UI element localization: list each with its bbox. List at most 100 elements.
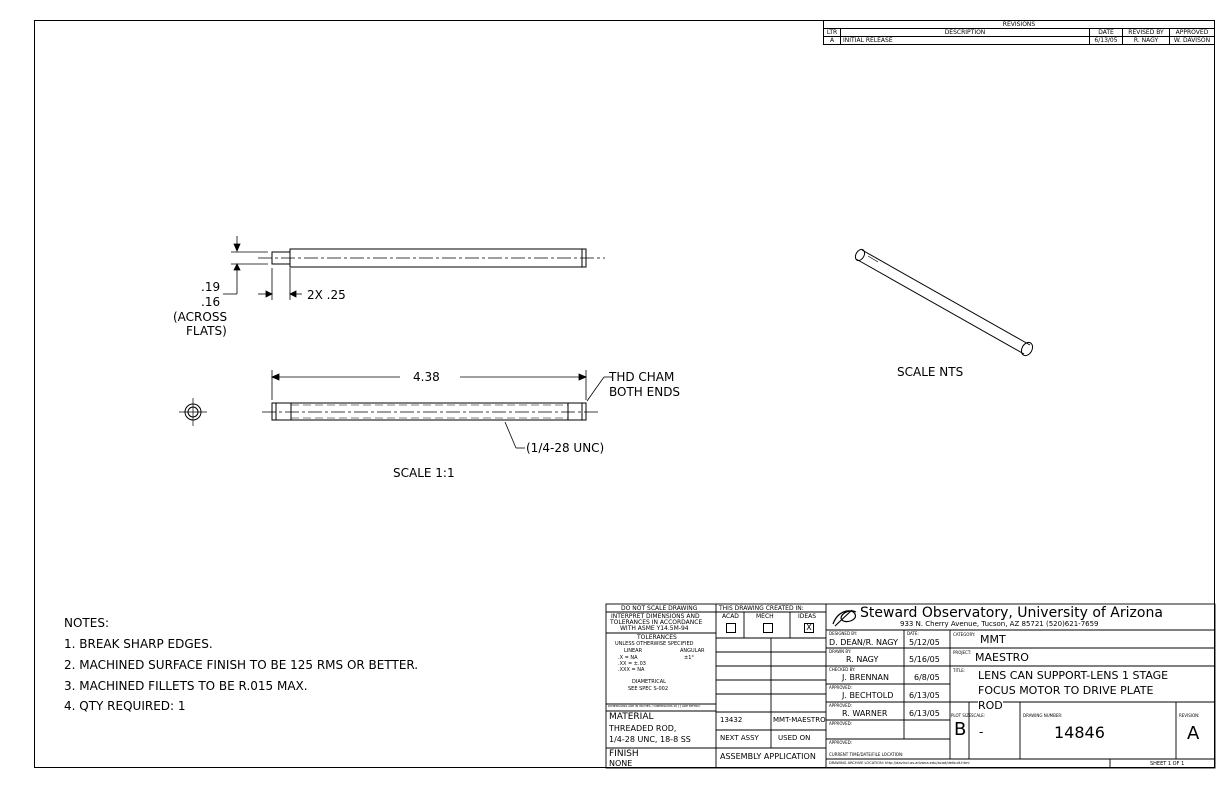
- plot-size-value: B: [954, 719, 967, 740]
- mech-checkbox[interactable]: [763, 623, 773, 633]
- revision-row: A INITIAL RELEASE 6/13/05 R. NAGY W. DAV…: [823, 36, 1215, 45]
- note-item: 2. MACHINED SURFACE FINISH TO BE 125 RMS…: [64, 658, 419, 672]
- interpret-1: INTERPRET DIMENSIONS AND: [611, 613, 700, 620]
- drawing-number-value: 14846: [1054, 723, 1105, 742]
- scale-label: SCALE:: [971, 713, 986, 718]
- rev-approved: W. DAVISON: [1169, 36, 1215, 45]
- date-label: DATE:: [907, 631, 919, 636]
- do-not-scale: DO NOT SCALE DRAWING: [621, 605, 698, 612]
- length-dim: 4.38: [413, 370, 440, 384]
- interpret-2: TOLERANCES IN ACCORDANCE: [610, 619, 703, 626]
- tol-xxx: .XXX = NA: [618, 667, 645, 673]
- material-label: MATERIAL: [609, 712, 654, 722]
- rod-isometric-view: [854, 248, 1034, 357]
- drawing-number-label: DRAWING NUMBER:: [1023, 713, 1063, 718]
- ideas-checkbox[interactable]: X: [804, 623, 814, 633]
- designed-label: DESIGNED BY:: [829, 631, 858, 636]
- designed-date: 5/12/05: [909, 638, 940, 647]
- approved3-label: APPROVED:: [829, 721, 853, 726]
- title-block-lines: [605, 603, 1216, 769]
- next-assy-value: 13432: [720, 716, 743, 724]
- archive-location-label: DRAWING ARCHIVE LOCATION: http://davinci…: [829, 761, 970, 765]
- approved4-label: APPROVED:: [829, 740, 853, 745]
- created-option-mech: MECH: [756, 613, 774, 620]
- angular-label: ANGULAR: [680, 648, 705, 654]
- approved1-name: J. BECHTOLD: [842, 691, 894, 700]
- next-assy-label: NEXT ASSY: [720, 734, 759, 742]
- time-location-label: CURRENT TIME/DATE/FILE LOCATION:: [829, 752, 904, 757]
- revisions-table: REVISIONS LTR DESCRIPTION DATE REVISED B…: [823, 20, 1215, 45]
- project-value: MAESTRO: [975, 651, 1029, 664]
- revision-value: A: [1187, 723, 1200, 744]
- linear-label: LINEAR: [624, 648, 643, 654]
- flats-dimension: [223, 236, 302, 300]
- note-item: 4. QTY REQUIRED: 1: [64, 699, 186, 713]
- tol-angle: ±1°: [684, 655, 694, 661]
- title-line-3: ROD: [978, 699, 1003, 712]
- created-option-ideas: IDEAS: [798, 613, 817, 620]
- assembly-application-label: ASSEMBLY APPLICATION: [720, 752, 816, 761]
- plot-size-label: PLOT SIZE: [951, 713, 972, 718]
- note-item: 3. MACHINED FILLETS TO BE R.015 MAX.: [64, 679, 308, 693]
- flat-length-dim: 2X .25: [307, 288, 346, 302]
- dim-upper: .19: [201, 280, 221, 294]
- rod-top-view: [258, 248, 605, 268]
- approved1-label: APPROVED:: [829, 685, 853, 690]
- notes-heading: NOTES:: [64, 616, 109, 630]
- diametrical-label: DIAMETRICAL: [632, 679, 666, 685]
- thread-note: (1/4-28 UNC): [526, 441, 605, 455]
- dim-lower: .16: [201, 295, 221, 309]
- acad-checkbox[interactable]: [726, 623, 736, 633]
- units-note: DIMENSIONS ARE IN INCHES / DIMENSIONS IN…: [608, 704, 701, 708]
- across-flats-1: (ACROSS: [173, 310, 228, 324]
- approved2-date: 6/13/05: [909, 709, 940, 718]
- finish-value: NONE: [609, 759, 633, 768]
- finish-label: FINISH: [609, 749, 639, 759]
- used-on-label: USED ON: [778, 734, 811, 742]
- approved2-name: R. WARNER: [842, 709, 888, 718]
- checked-date: 6/8/05: [914, 673, 940, 682]
- rod-front-view: [262, 402, 600, 421]
- approved1-date: 6/13/05: [909, 691, 940, 700]
- created-label: THIS DRAWING CREATED IN:: [719, 605, 804, 612]
- rod-end-view: [179, 398, 207, 426]
- project-label: PROJECT:: [953, 650, 972, 655]
- length-dimension: [270, 370, 612, 449]
- scale-main: SCALE 1:1: [393, 466, 455, 480]
- used-on-value: MMT-MAESTRO: [773, 716, 826, 724]
- drawn-date: 5/16/05: [909, 655, 940, 664]
- tolerances-label: TOLERANCES: [637, 634, 677, 641]
- org-address: 933 N. Cherry Avenue, Tucson, AZ 85721 (…: [900, 620, 1099, 628]
- org-name: Steward Observatory, University of Arizo…: [860, 605, 1163, 621]
- chamfer-note-1: THD CHAM: [609, 370, 675, 384]
- sheet-number: SHEET 1 OF 1: [1150, 761, 1185, 767]
- category-label: CATEGORY:: [953, 632, 976, 637]
- revision-label: REVISION:: [1179, 713, 1200, 718]
- created-option-acad: ACAD: [722, 613, 739, 620]
- material-line-1: THREADED ROD,: [609, 724, 677, 733]
- title-label: TITLE:: [953, 668, 966, 673]
- tol-x: .X = NA: [618, 655, 638, 661]
- designed-name: D. DEAN/R. NAGY: [829, 638, 898, 647]
- title-line-1: LENS CAN SUPPORT-LENS 1 STAGE: [978, 669, 1169, 682]
- approved2-label: APPROVED:: [829, 703, 853, 708]
- checked-name: J. BRENNAN: [842, 673, 889, 682]
- see-spec: SEE SPEC S-002: [628, 686, 669, 692]
- drawn-label: DRAWN BY:: [829, 649, 852, 654]
- checked-label: CHECKED BY:: [829, 667, 856, 672]
- chamfer-note-2: BOTH ENDS: [609, 385, 681, 399]
- tol-xx: .XX = ±.03: [618, 661, 646, 667]
- category-value: MMT: [980, 633, 1006, 646]
- title-line-2: FOCUS MOTOR TO DRIVE PLATE: [978, 684, 1154, 697]
- drawing-border: [34, 20, 1215, 768]
- steward-logo: [832, 609, 857, 627]
- scale-iso: SCALE NTS: [897, 365, 964, 379]
- material-line-2: 1/4-28 UNC, 18-8 SS: [609, 735, 691, 744]
- across-flats-2: FLATS): [186, 324, 227, 338]
- scale-value: -: [979, 725, 984, 739]
- interpret-3: WITH ASME Y14.5M-94: [620, 625, 689, 632]
- note-item: 1. BREAK SHARP EDGES.: [64, 637, 213, 651]
- drawn-name: R. NAGY: [846, 655, 879, 664]
- unless-specified: UNLESS OTHERWISE SPECIFIED: [615, 641, 694, 647]
